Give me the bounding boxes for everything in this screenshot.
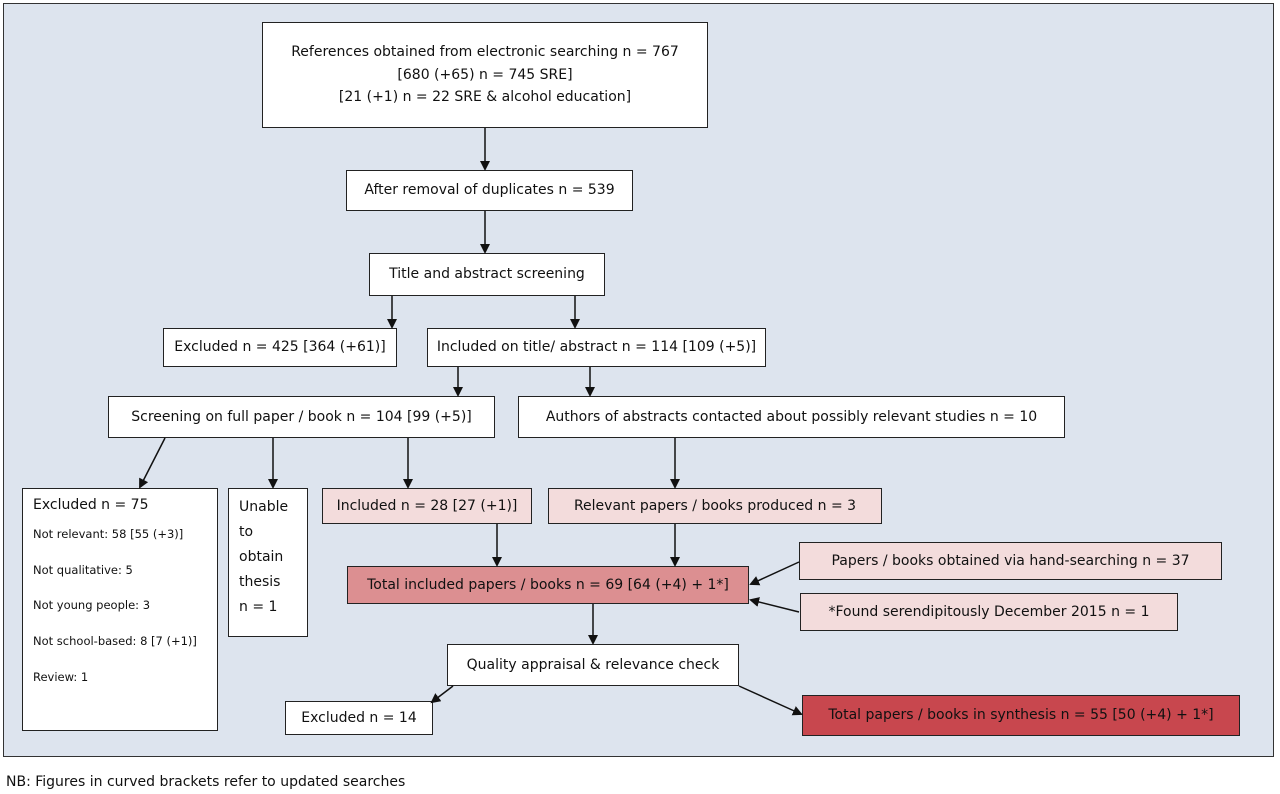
arrow-full-to-excluded (139, 437, 166, 489)
serendipitous-label: *Found serendipitously December 2015 n =… (828, 603, 1150, 620)
references-line3: [21 (+1) n = 22 SRE & alcohol education] (338, 89, 632, 106)
unable-line: Unable (239, 499, 289, 515)
references-line1: References obtained from electronic sear… (291, 43, 679, 60)
hand-searching-box: Papers / books obtained via hand-searchi… (799, 542, 1222, 580)
total-included-label: Total included papers / books n = 69 [64… (367, 576, 729, 593)
references-box: References obtained from electronic sear… (262, 22, 708, 128)
unable-line: obtain (239, 549, 284, 565)
excluded-full-heading: Excluded n = 75 (33, 497, 149, 513)
relevant-produced-label: Relevant papers / books produced n = 3 (573, 497, 857, 514)
quality-label: Quality appraisal & relevance check (466, 656, 720, 673)
included-abstract-box: Included on title/ abstract n = 114 [109… (427, 328, 766, 367)
exclusion-reason: Not qualitative: 5 (33, 562, 133, 577)
screening-label: Title and abstract screening (389, 266, 585, 283)
arrow-hand-to-total (749, 561, 800, 586)
relevant-produced-box: Relevant papers / books produced n = 3 (548, 488, 882, 524)
hand-searching-label: Papers / books obtained via hand-searchi… (831, 552, 1190, 569)
unable-line: thesis (239, 574, 281, 590)
exclusion-reason: Not relevant: 58 [55 (+3)] (33, 526, 184, 541)
exclusion-reason: Review: 1 (33, 669, 89, 684)
arrow-serendipitous-to-total (749, 597, 800, 613)
duplicates-box: After removal of duplicates n = 539 (346, 170, 633, 211)
duplicates-label: After removal of duplicates n = 539 (364, 182, 615, 199)
arrow-quality-to-synthesis (738, 685, 803, 716)
full-paper-box: Screening on full paper / book n = 104 [… (108, 396, 495, 438)
serendipitous-box: *Found serendipitously December 2015 n =… (800, 593, 1178, 631)
total-included-box: Total included papers / books n = 69 [64… (347, 566, 749, 604)
footnote: NB: Figures in curved brackets refer to … (6, 774, 406, 790)
authors-contacted-box: Authors of abstracts contacted about pos… (518, 396, 1065, 438)
exclusion-reason: Not school-based: 8 [7 (+1)] (33, 634, 197, 649)
quality-box: Quality appraisal & relevance check (447, 644, 739, 686)
included-full-box: Included n = 28 [27 (+1)] (322, 488, 532, 524)
unable-line: to (239, 524, 254, 540)
full-paper-label: Screening on full paper / book n = 104 [… (131, 408, 472, 425)
references-line2: [680 (+65) n = 745 SRE] (397, 66, 573, 83)
unable-line: n = 1 (239, 599, 278, 615)
excluded-full-box: Excluded n = 75 Not relevant: 58 [55 (+3… (22, 488, 218, 731)
included-abstract-label: Included on title/ abstract n = 114 [109… (436, 339, 757, 356)
total-synthesis-box: Total papers / books in synthesis n = 55… (802, 695, 1240, 736)
excluded-quality-label: Excluded n = 14 (301, 709, 417, 726)
unable-box: Unable to obtain thesis n = 1 (228, 488, 308, 637)
total-synthesis-label: Total papers / books in synthesis n = 55… (828, 707, 1214, 724)
excluded-abstract-box: Excluded n = 425 [364 (+61)] (163, 328, 397, 367)
exclusion-reason: Not young people: 3 (33, 598, 151, 613)
excluded-quality-box: Excluded n = 14 (285, 701, 433, 735)
excluded-abstract-label: Excluded n = 425 [364 (+61)] (174, 339, 386, 356)
included-full-label: Included n = 28 [27 (+1)] (336, 497, 518, 514)
arrow-quality-to-excluded (430, 685, 454, 704)
authors-contacted-label: Authors of abstracts contacted about pos… (545, 408, 1038, 425)
